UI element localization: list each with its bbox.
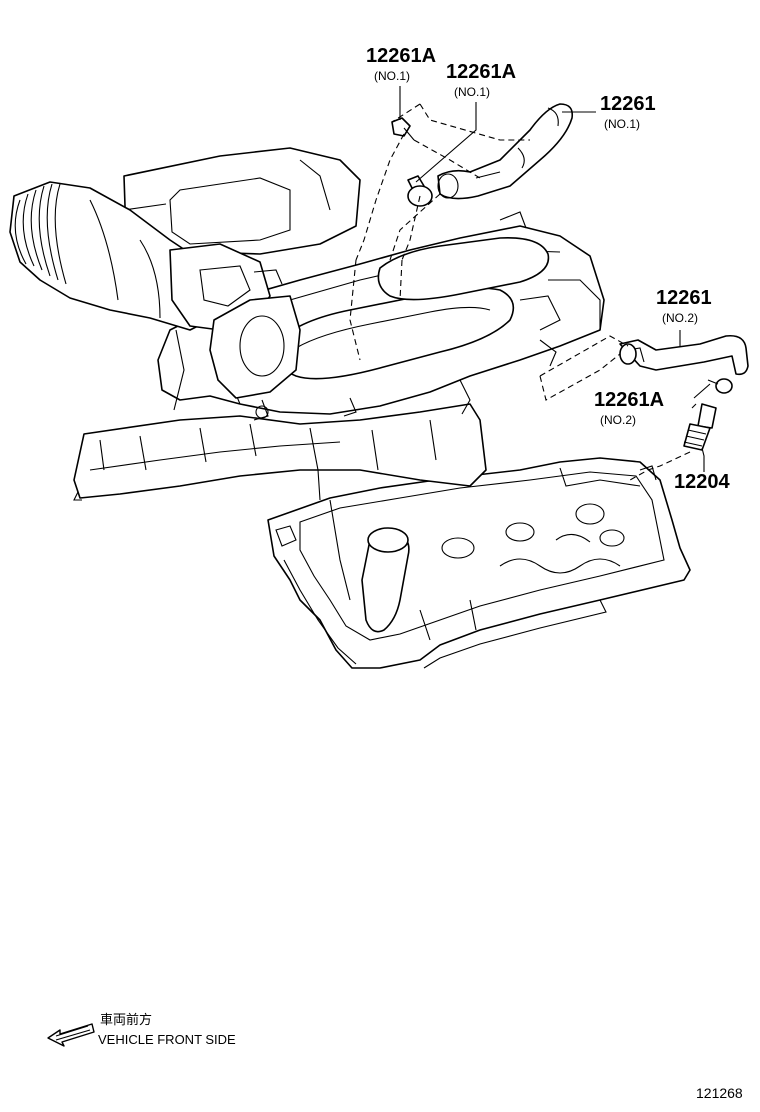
hose-no2-part (619, 334, 749, 394)
leader-lines (399, 86, 711, 472)
part-number-label: 12261 (600, 93, 656, 115)
callout-4: 12261 (NO.2) (656, 287, 712, 325)
callout-3: 12261 (NO.1) (600, 93, 656, 131)
lower-rail (73, 403, 487, 501)
drawing-code: 121268 (696, 1085, 743, 1101)
part-variant-label: (NO.2) (600, 413, 636, 427)
clamp-no1-parts (391, 117, 433, 207)
part-number-label: 12261 (656, 287, 712, 309)
callout-6: 12204 (674, 471, 730, 493)
part-variant-label: (NO.1) (454, 85, 490, 99)
direction-label-en: VEHICLE FRONT SIDE (98, 1032, 236, 1047)
vehicle-front-indicator: 車両前方 VEHICLE FRONT SIDE (47, 1012, 236, 1047)
arrow-left-icon (47, 1023, 95, 1047)
relation-lines (349, 103, 691, 481)
part-variant-label: (NO.1) (374, 69, 410, 83)
hose-no1-part (437, 103, 574, 200)
cylinder-head-cover (267, 457, 691, 669)
part-number-label: 12261A (446, 61, 516, 83)
callout-1: 12261A (NO.1) (366, 45, 436, 83)
air-intake (9, 147, 361, 411)
part-variant-label: (NO.1) (604, 117, 640, 131)
callout-5: 12261A (NO.2) (594, 389, 664, 427)
callout-2: 12261A (NO.1) (446, 61, 516, 99)
part-number-label: 12261A (594, 389, 664, 411)
part-variant-label: (NO.2) (662, 311, 698, 325)
direction-label-jp: 車両前方 (100, 1012, 152, 1027)
spark-plug-part (683, 403, 717, 451)
part-number-label: 12261A (366, 45, 436, 67)
part-number-label: 12204 (674, 471, 730, 493)
